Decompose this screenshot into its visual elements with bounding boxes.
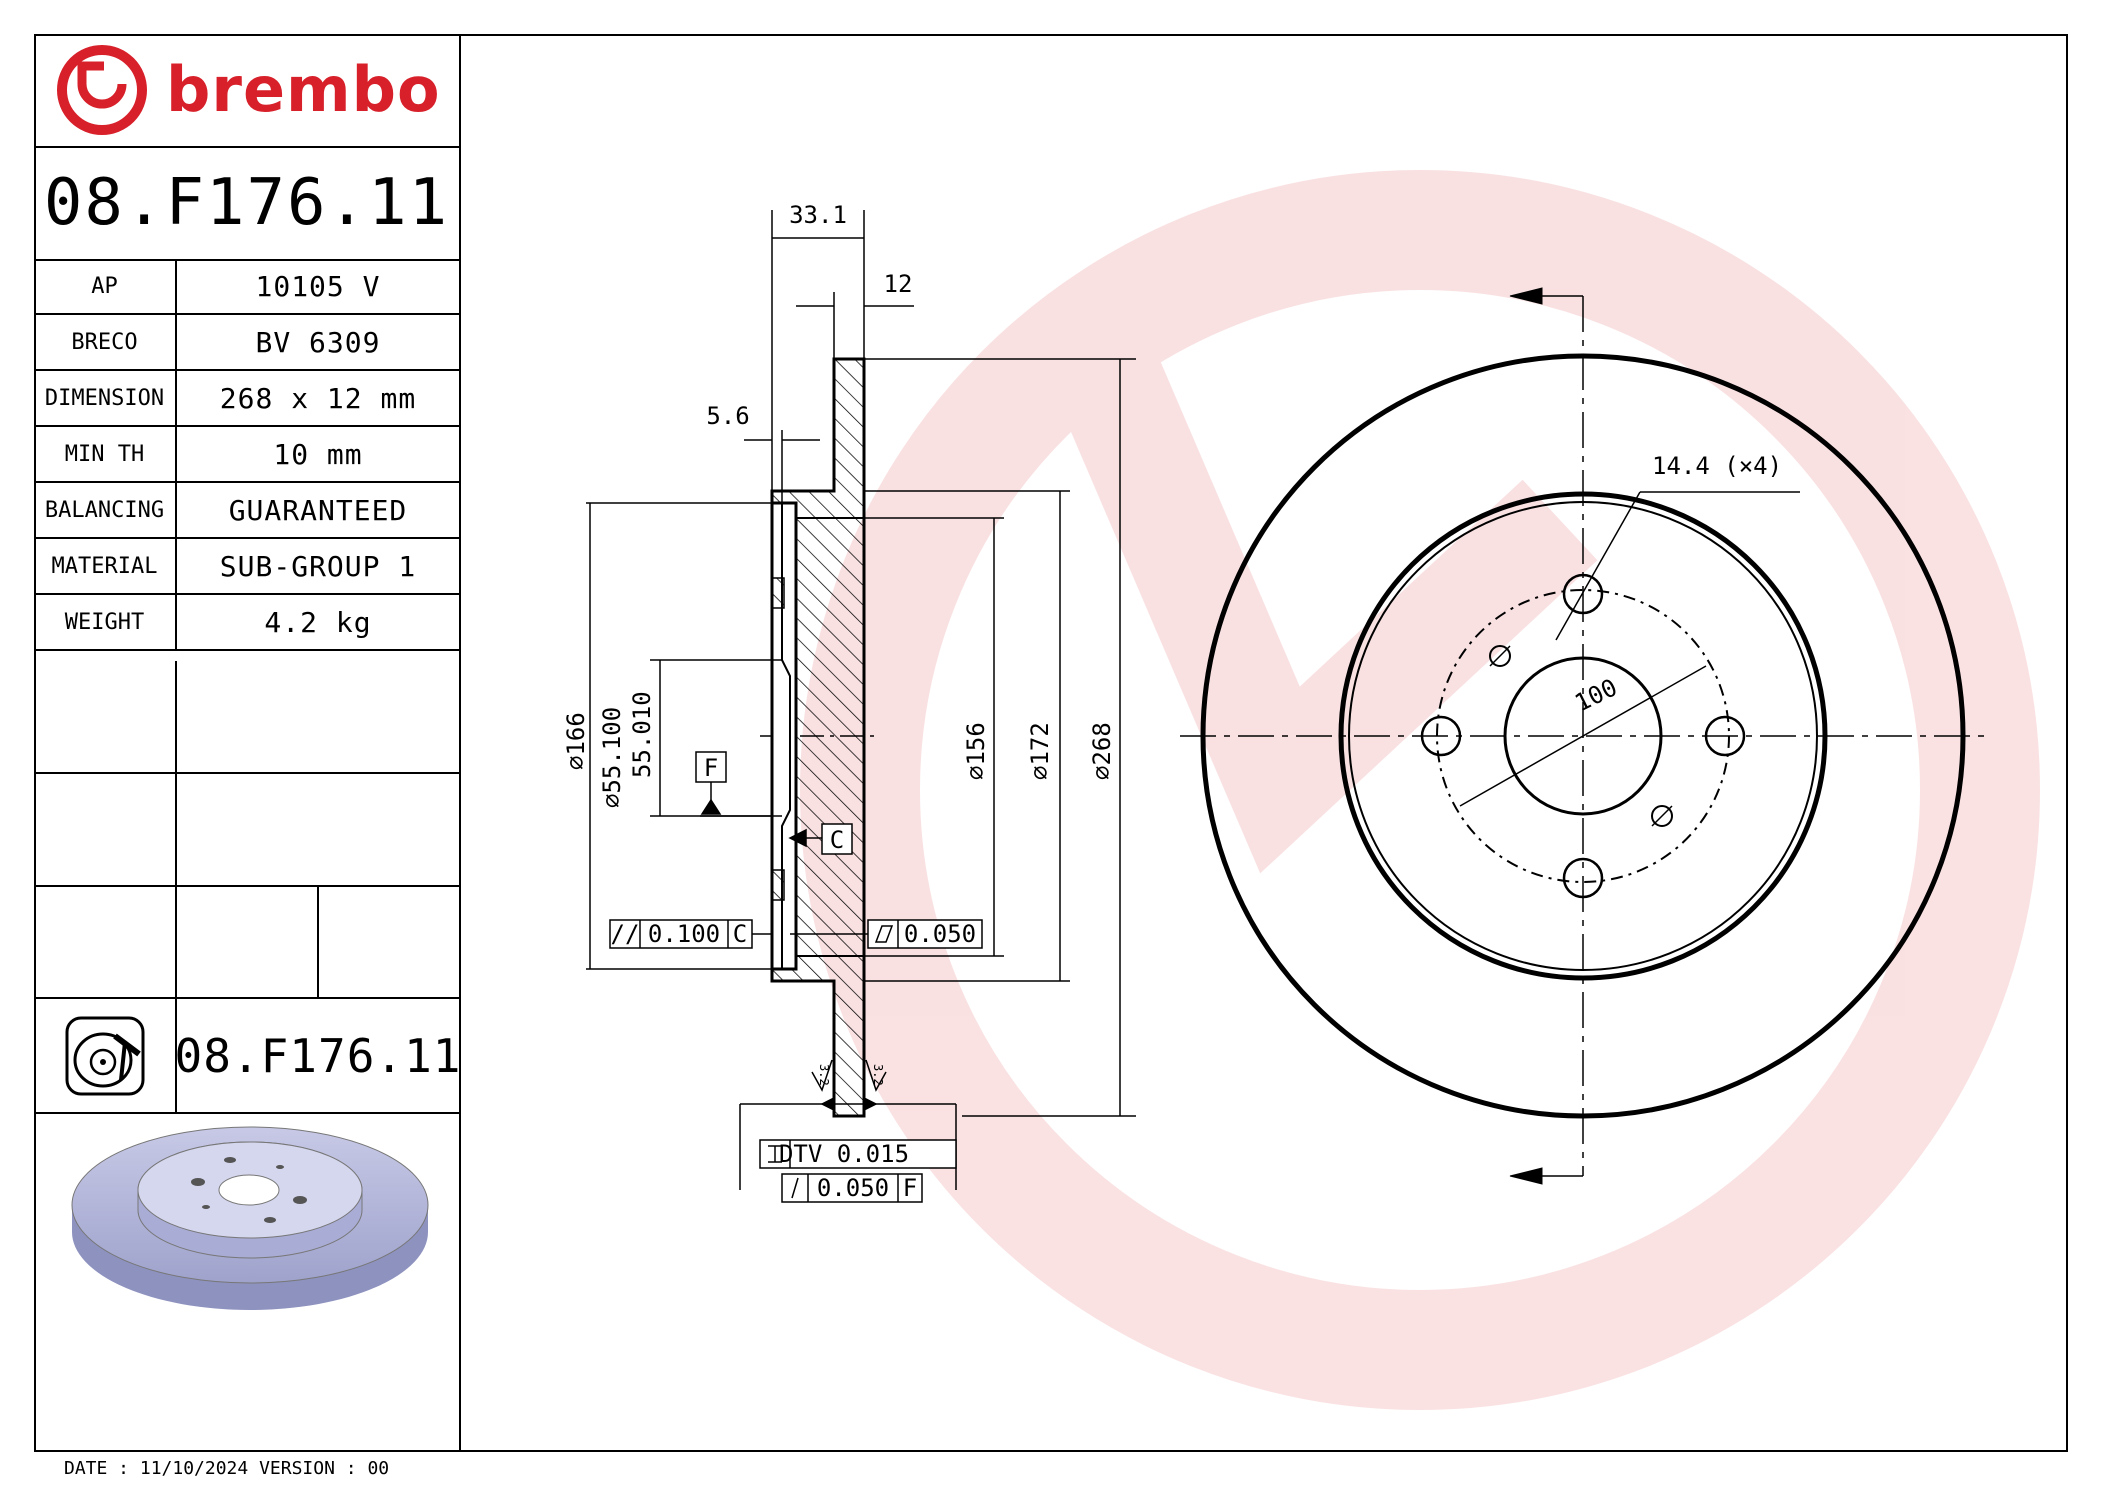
section-view (760, 357, 880, 1118)
blank-row (34, 661, 459, 774)
spec-row-ap: AP 10105 V (34, 259, 459, 315)
dim-disc-thickness: 12 (884, 270, 913, 298)
spec-table: AP 10105 V BRECO BV 6309 DIMENSION 268 x 12… (34, 259, 459, 651)
runout-datum: F (903, 1174, 917, 1202)
dim-d268: ⌀268 (1088, 722, 1116, 780)
spec-value: 268 x 12 mm (219, 381, 417, 415)
roughness-left: 3.2 (817, 1064, 831, 1086)
spec-row-material: MATERIAL SUB-GROUP 1 (34, 539, 459, 595)
tolerance-frames: F C // 0.100 C 0.050 DTV 0.015 0.050 F (609, 751, 983, 1203)
spec-value: 10 mm (273, 437, 363, 471)
blank-row (34, 887, 459, 999)
spec-value: 4.2 kg (264, 605, 372, 639)
front-view: 100 14.4 (×4) (1180, 287, 1986, 1185)
spec-row-weight: WEIGHT 4.2 kg (34, 595, 459, 651)
spec-key: MATERIAL (34, 539, 177, 593)
spec-value: 10105 V (255, 269, 381, 303)
dim-hat-offset: 5.6 (706, 402, 749, 430)
dim-d166: ⌀166 (562, 712, 590, 770)
spec-key: BALANCING (34, 483, 177, 537)
brembo-logo-icon (57, 45, 147, 135)
disc-symbol-icon (34, 999, 177, 1112)
brand-logo: brembo (34, 34, 459, 148)
spec-key: DIMENSION (34, 371, 177, 425)
brand-name: brembo (166, 53, 441, 126)
dim-overall-width: 33.1 (789, 201, 847, 229)
roughness-right: 3.2 (871, 1064, 885, 1086)
datum-f-label: F (704, 754, 718, 782)
footer-version: VERSION : 00 (259, 1458, 390, 1479)
part-number-row: 08.F176.11 (34, 999, 462, 1114)
drawing-frame (34, 34, 2068, 1452)
footer-date: DATE : 11/10/2024 (64, 1458, 249, 1479)
runout-tolerance: 0.050 (817, 1174, 889, 1202)
datum-c-label: C (830, 826, 844, 854)
title-block: brembo 08.F176.11 AP 10105 V BRECO BV 6309… (34, 34, 461, 1452)
dim-bolt-hole: 14.4 (×4) (1652, 452, 1782, 480)
dim-d156: ⌀156 (962, 722, 990, 780)
flatness-tolerance: 0.050 (904, 920, 976, 948)
footer: DATE : 11/10/2024 VERSION : 00 (64, 1458, 389, 1479)
section-dimensions: 33.1 12 5.6 ⌀166 ⌀55.100 55.010 ⌀156 ⌀17… (562, 201, 1136, 1117)
dim-d172: ⌀172 (1026, 722, 1054, 780)
spec-row-min-th: MIN TH 10 mm (34, 427, 459, 483)
disc-render (34, 1112, 459, 1450)
dim-d55: ⌀55.100 (598, 707, 626, 808)
part-number: 08.F176.11 (34, 146, 459, 261)
part-number-small: 08.F176.11 (174, 1028, 462, 1083)
parallel-datum: C (733, 920, 747, 948)
spec-row-breco: BRECO BV 6309 (34, 315, 459, 371)
spec-value: BV 6309 (255, 325, 381, 359)
dtv-tolerance: DTV 0.015 (779, 1140, 909, 1168)
parallel-tolerance: 0.100 (648, 920, 720, 948)
dim-d55b: 55.010 (628, 691, 656, 778)
svg-text://: // (611, 920, 640, 948)
spec-key: AP (34, 259, 177, 313)
spec-key: MIN TH (34, 427, 177, 481)
spec-value: SUB-GROUP 1 (219, 549, 417, 583)
spec-key: BRECO (34, 315, 177, 369)
spec-key: WEIGHT (34, 595, 177, 649)
brembo-watermark (800, 170, 2040, 1410)
spec-row-balancing: BALANCING GUARANTEED (34, 483, 459, 539)
blank-row (34, 774, 459, 887)
dim-pcd: 100 (1570, 673, 1621, 717)
spec-row-dimension: DIMENSION 268 x 12 mm (34, 371, 459, 427)
spec-value: GUARANTEED (228, 493, 408, 527)
